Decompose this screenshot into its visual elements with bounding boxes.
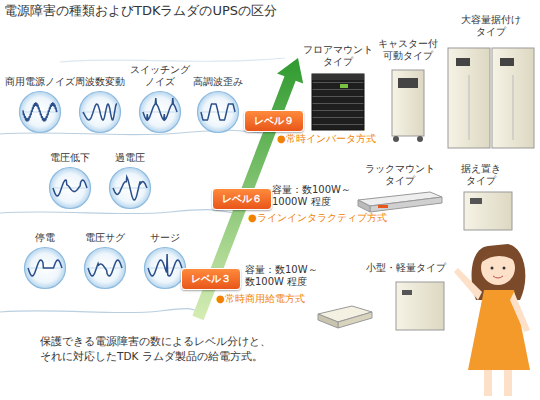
waveform	[148, 254, 182, 276]
capacity-note: 容量：数100W～ 1000W 程度	[272, 184, 354, 208]
product-type: フロアマウント タイプ	[302, 44, 374, 68]
disturbance-name: 商用電源ノイズ	[5, 76, 75, 88]
wave-label: 商用電源ノイズ	[0, 62, 80, 88]
level-badge: レベル６	[212, 188, 272, 210]
disturbance-circle: 電圧低下	[25, 138, 115, 210]
wave-circle	[196, 90, 240, 134]
disturbance-name: 停電	[35, 232, 55, 244]
wave-label: 停電	[14, 218, 76, 244]
disturbance-circle: 過電圧	[85, 138, 175, 210]
wave-label: 過電圧	[99, 138, 161, 164]
waveform	[83, 104, 117, 120]
disturbance-name: 過電圧	[115, 152, 145, 164]
wave-label: スイッチングノイズ	[129, 62, 191, 88]
method-label: ●常時インバータ方式	[277, 133, 376, 145]
small-ups	[318, 282, 444, 330]
wave-circle	[83, 246, 127, 290]
wave-circle	[108, 166, 152, 210]
waveform	[28, 260, 62, 276]
wave-label: 高調波歪み	[187, 62, 249, 88]
disturbance-name: スイッチングノイズ	[129, 64, 191, 88]
wave-label: サージ	[134, 218, 196, 244]
woman-figure	[454, 244, 530, 396]
capacity-note: 容量：数10W～ 数100W 程度	[245, 264, 327, 288]
wave-circle	[48, 166, 92, 210]
level-badge: レベル９	[244, 110, 304, 132]
waveform	[113, 177, 147, 200]
waveform	[88, 260, 122, 276]
product-type: キャスター付 可動タイプ	[376, 38, 440, 62]
product-type: ラックマウント タイプ	[364, 163, 436, 187]
floor-mount-ups	[312, 74, 364, 130]
waveform	[143, 98, 177, 120]
wave-circle	[18, 90, 62, 134]
level-badge: レベル３	[181, 268, 241, 290]
title: 電源障害の種類およびTDKラムダのUPSの区分	[4, 3, 277, 19]
disturbance-circle: 商用電源ノイズ	[0, 62, 85, 134]
disturbance-circle: 停電	[0, 218, 90, 290]
disturbance-circle: 電圧サグ	[60, 218, 150, 290]
wave-circle	[23, 246, 67, 290]
wave-circle	[138, 90, 182, 134]
disturbance-name: サージ	[150, 232, 180, 244]
wave-label: 周波数変動	[69, 62, 131, 88]
wave-label: 電圧低下	[39, 138, 101, 164]
caption: 保護できる電源障害の数によるレベル分けと、それに対応したTDK ラムダ製品の給電…	[40, 334, 278, 364]
wave-label: 電圧サグ	[74, 218, 136, 244]
band-lines	[0, 58, 285, 313]
method-label: ●常時商用給電方式	[216, 293, 305, 305]
large-ups	[448, 48, 534, 148]
product-type: 大容量据付け タイプ	[459, 14, 523, 38]
tower-ups	[464, 192, 512, 230]
disturbance-name: 電圧サグ	[85, 232, 125, 244]
disturbance-name: 高調波歪み	[193, 76, 243, 88]
disturbance-name: 周波数変動	[75, 76, 125, 88]
disturbance-name: 電圧低下	[50, 152, 90, 164]
level-label: レベル６	[222, 193, 262, 204]
disturbance-circle: スイッチングノイズ	[115, 62, 205, 134]
method-label: ●ラインインタラクティブ方式	[248, 212, 387, 224]
caster-ups	[392, 70, 424, 142]
level-label: レベル９	[254, 115, 294, 126]
rack-ups	[358, 192, 442, 212]
waveform	[23, 102, 57, 121]
wave-circle	[78, 90, 122, 134]
product-type: 据え置き タイプ	[458, 163, 504, 187]
waveform	[53, 180, 87, 196]
waveform	[201, 104, 235, 120]
level-label: レベル３	[191, 273, 231, 284]
product-type: 小型・軽量タイプ	[366, 262, 446, 274]
